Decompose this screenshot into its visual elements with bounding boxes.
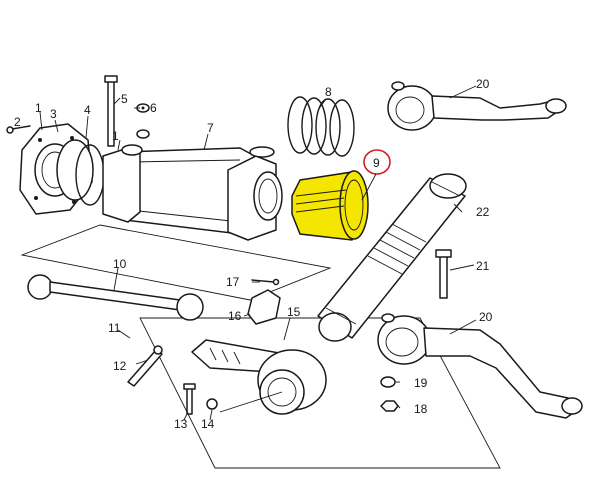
- label-part-1a: 1: [35, 101, 42, 115]
- label-part-13: 13: [174, 417, 188, 431]
- label-part-9: 9: [373, 156, 380, 170]
- piston-rings: [287, 96, 355, 157]
- washer-19: [380, 376, 396, 388]
- part-number-labels: 1 2 3 4 5 1 6 7 8 9 10 11 12 13 14 15 16…: [14, 77, 493, 431]
- label-part-18: 18: [414, 402, 428, 416]
- label-part-22: 22: [476, 205, 490, 219]
- label-part-17: 17: [226, 275, 240, 289]
- label-part-20-bottom: 20: [479, 310, 493, 324]
- label-part-12: 12: [113, 359, 127, 373]
- pin-17: [251, 278, 280, 286]
- label-part-10: 10: [113, 257, 127, 271]
- label-part-20-top: 20: [476, 77, 490, 91]
- part-9-marker-circle: [363, 149, 391, 175]
- tie-rod-10: [27, 274, 204, 321]
- gasket: [56, 139, 94, 201]
- small-bolt-2: [6, 125, 31, 134]
- cylinder-housing: [102, 144, 283, 241]
- label-part-2: 2: [14, 115, 21, 129]
- lever-arm-20-bottom: [377, 313, 583, 419]
- nut-18: [380, 400, 399, 412]
- lever-arm-20-top: [387, 81, 567, 131]
- bolt-12: [127, 345, 163, 387]
- leader-lines: [39, 85, 477, 421]
- label-part-21: 21: [476, 259, 490, 273]
- nut-14: [206, 398, 218, 410]
- label-part-16: 16: [228, 309, 242, 323]
- splined-shaft-22: [317, 173, 467, 342]
- long-bolt-5: [104, 75, 118, 147]
- wedge-block-16: [247, 289, 281, 325]
- bolt-13: [183, 383, 196, 415]
- label-part-15: 15: [287, 305, 301, 319]
- label-part-14: 14: [201, 417, 215, 431]
- highlighted-bushing-9: [291, 170, 369, 241]
- bolt-21: [435, 249, 452, 299]
- label-part-5: 5: [121, 92, 128, 106]
- label-part-11: 11: [108, 321, 121, 335]
- label-part-1b: 1: [112, 129, 119, 143]
- label-part-4: 4: [84, 103, 91, 117]
- label-part-7: 7: [207, 121, 214, 135]
- label-part-8: 8: [325, 85, 332, 99]
- upper-plate-outline: [20, 224, 332, 301]
- label-part-19: 19: [414, 376, 428, 390]
- label-part-3: 3: [50, 107, 57, 121]
- washer-6b: [136, 129, 150, 139]
- label-part-6: 6: [150, 101, 157, 115]
